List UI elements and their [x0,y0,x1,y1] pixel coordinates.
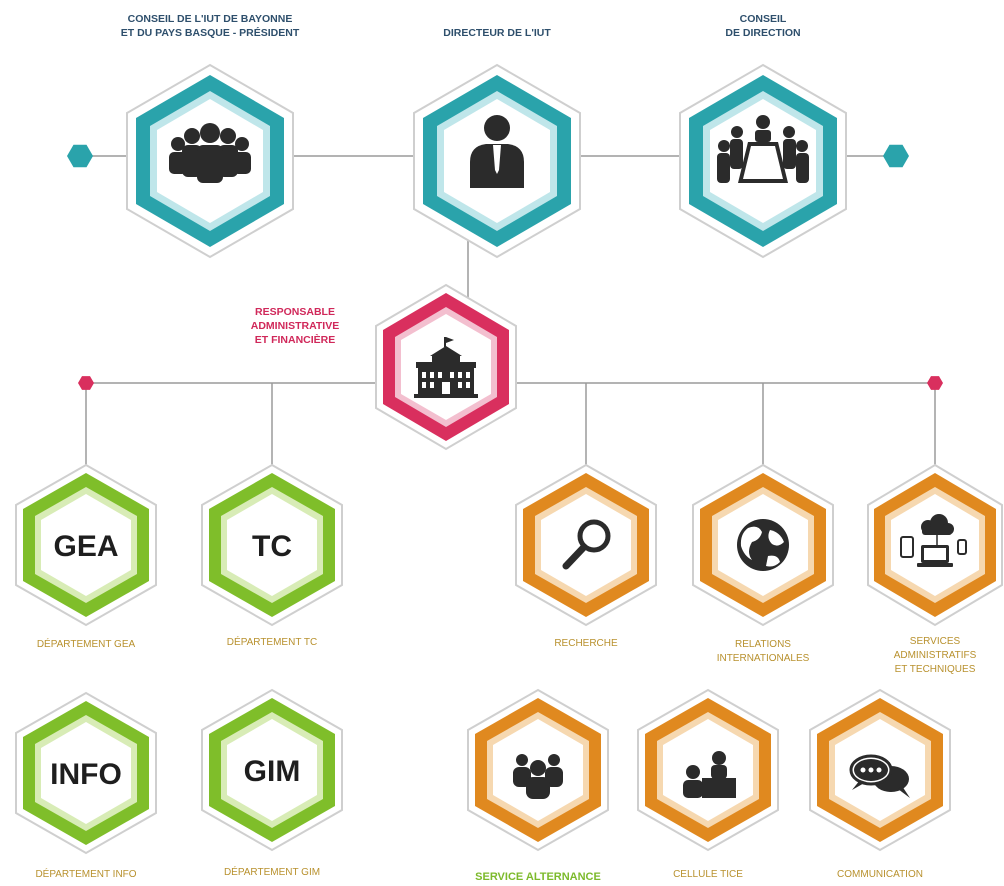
department-gea-node: GEA [15,463,157,627]
right-pink-marker [927,376,943,390]
service-admin-tech-label: SERVICES ADMINISTRATIFS ET TECHNIQUES [893,636,977,675]
department-tc-node: TC [201,463,343,627]
conseil-iut-node [126,63,294,259]
speech-bubbles-icon [849,754,910,798]
department-gea-code: GEA [53,530,118,563]
service-alternance-label: SERVICE ALTERNANCE [475,871,601,883]
department-tc-code: TC [252,530,292,563]
conseil-direction-label: CONSEIL DE DIRECTION [725,13,801,39]
department-info-node: INFO [15,691,157,855]
left-pink-marker [78,376,94,390]
service-recherche-label: RECHERCHE [554,638,618,649]
conseil-iut-label: CONSEIL DE L'IUT DE BAYONNE ET DU PAYS B… [120,13,300,39]
magnifier-icon [562,519,611,570]
department-gea-label: DÉPARTEMENT GEA [36,639,136,650]
department-tc-label: DÉPARTEMENT TC [226,637,318,648]
service-relations-label: RELATIONS INTERNATIONALES [716,639,810,664]
service-admin-tech-node [867,463,1003,627]
service-communication-node [809,688,951,852]
responsable-admin-node [375,283,517,451]
left-teal-marker [67,144,93,168]
service-recherche-node [515,463,657,627]
department-gim-code: GIM [244,755,301,788]
presenter-icon [683,751,736,798]
responsable-admin-label: RESPONSABLE ADMINISTRATIVE ET FINANCIÈRE [250,306,340,346]
devices-cloud-icon [900,514,967,567]
service-tice-label: CELLULE TICE [673,869,743,880]
university-building-icon [414,337,478,398]
department-info-code: INFO [50,758,122,791]
team-people-icon [513,754,563,799]
director-person-icon [470,115,524,188]
service-alternance-node [467,688,609,852]
directeur-label: DIRECTEUR DE L'IUT [443,27,551,39]
right-teal-marker [883,144,909,168]
department-gim-node: GIM [201,688,343,852]
globe-icon [737,519,789,571]
service-communication-label: COMMUNICATION [837,869,923,880]
department-info-label: DÉPARTEMENT INFO [35,869,137,880]
service-tice-node [637,688,779,852]
service-relations-node [692,463,834,627]
department-gim-label: DÉPARTEMENT GIM [223,867,321,878]
conseil-direction-node [679,63,847,259]
directeur-node [413,63,581,259]
group-people-icon [169,123,251,183]
meeting-table-icon [717,115,809,183]
